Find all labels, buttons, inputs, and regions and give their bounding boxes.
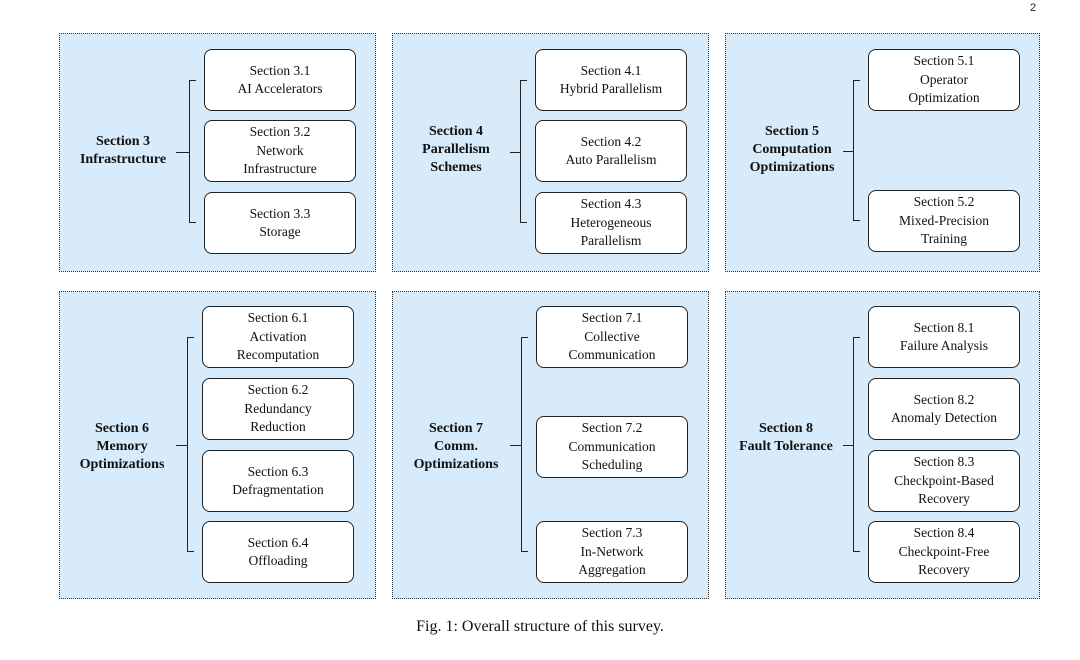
section-title: Section 5 Computation Optimizations — [749, 124, 835, 175]
subsection-box: Section 8.4 Checkpoint-Free Recovery — [868, 521, 1020, 583]
subsection-box: Section 4.3 Heterogeneous Parallelism — [535, 192, 687, 254]
subsection-box: Section 8.2 Anomaly Detection — [868, 378, 1020, 440]
bracket-stem — [176, 444, 187, 446]
subsection-box: Section 6.4 Offloading — [202, 521, 354, 583]
section-title: Section 8 Fault Tolerance — [739, 421, 833, 454]
bracket-stem — [843, 444, 853, 446]
subsection-box: Section 3.1 AI Accelerators — [204, 49, 356, 111]
bracket-stem — [176, 151, 189, 153]
subsection-box: Section 8.1 Failure Analysis — [868, 306, 1020, 368]
bracket-connector — [520, 80, 527, 223]
page-number: 2 — [1030, 2, 1037, 14]
bracket-stem — [510, 151, 520, 153]
subsection-box: Section 7.1 Collective Communication — [536, 306, 688, 368]
section-title: Section 7 Comm. Optimizations — [413, 421, 499, 472]
subsection-box: Section 6.3 Defragmentation — [202, 450, 354, 512]
bracket-connector — [521, 337, 528, 552]
subsection-box: Section 4.1 Hybrid Parallelism — [535, 49, 687, 111]
section-title: Section 3 Infrastructure — [79, 134, 167, 167]
subsection-box: Section 3.3 Storage — [204, 192, 356, 254]
section-title: Section 6 Memory Optimizations — [79, 421, 165, 472]
subsection-box: Section 6.1 Activation Recomputation — [202, 306, 354, 368]
bracket-connector — [853, 80, 860, 221]
bracket-connector — [187, 337, 194, 552]
bracket-connector — [189, 80, 196, 223]
subsection-box: Section 8.3 Checkpoint-Based Recovery — [868, 450, 1020, 512]
subsection-box: Section 3.2 Network Infrastructure — [204, 120, 356, 182]
section-title: Section 4 Parallelism Schemes — [422, 124, 490, 175]
subsection-box: Section 6.2 Redundancy Reduction — [202, 378, 354, 440]
subsection-box: Section 5.2 Mixed-Precision Training — [868, 190, 1020, 252]
subsection-box: Section 4.2 Auto Parallelism — [535, 120, 687, 182]
bracket-stem — [510, 444, 521, 446]
subsection-box: Section 5.1 Operator Optimization — [868, 49, 1020, 111]
bracket-stem — [843, 150, 853, 152]
figure-caption: Fig. 1: Overall structure of this survey… — [416, 618, 664, 635]
subsection-box: Section 7.3 In-Network Aggregation — [536, 521, 688, 583]
bracket-connector — [853, 337, 860, 552]
subsection-box: Section 7.2 Communication Scheduling — [536, 416, 688, 478]
